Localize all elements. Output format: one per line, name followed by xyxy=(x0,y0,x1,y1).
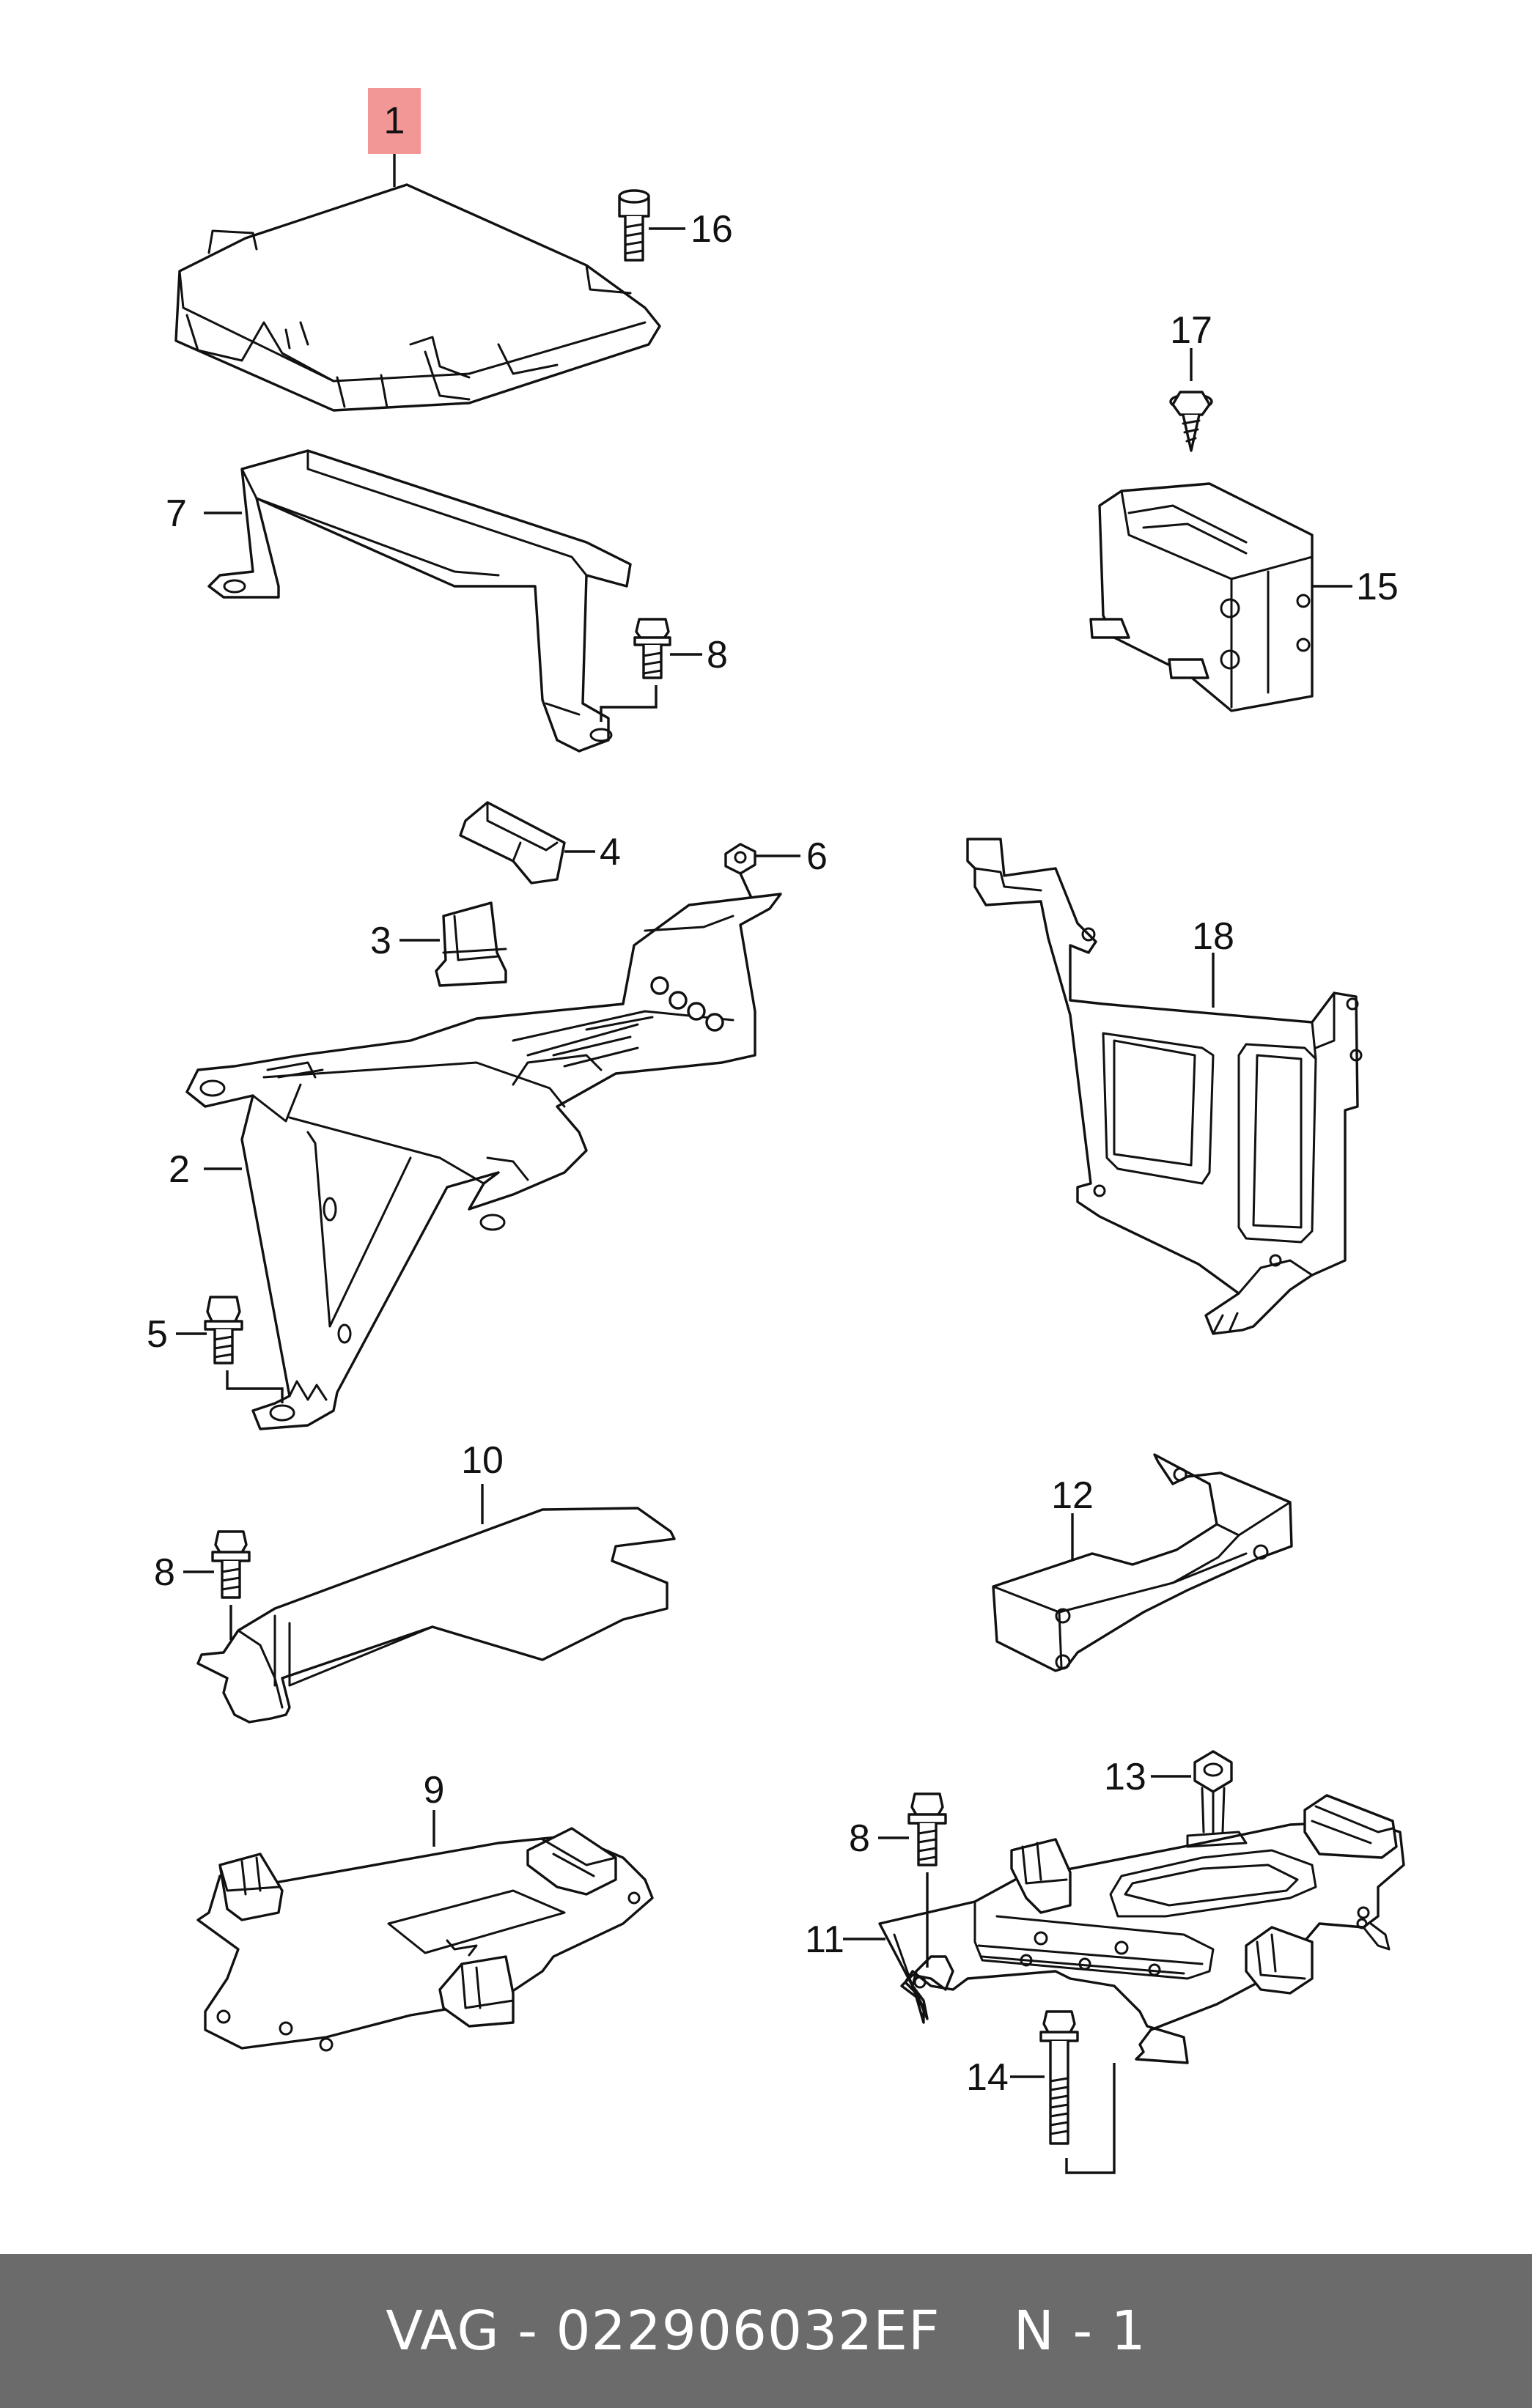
callout-8-upper: 8 xyxy=(707,634,728,676)
part-15-module[interactable] xyxy=(1089,482,1314,712)
clip-9-left[interactable] xyxy=(218,1853,284,1921)
part-18-bracket[interactable] xyxy=(966,838,1363,1335)
nut-13[interactable] xyxy=(1186,1750,1248,1848)
part-11-bracket[interactable] xyxy=(878,1820,1405,2064)
clip-9-right[interactable] xyxy=(526,1827,617,1896)
callout-14: 14 xyxy=(966,2056,1009,2099)
clip-11-front[interactable] xyxy=(1245,1926,1314,1995)
part-1-control-unit[interactable] xyxy=(174,183,661,412)
quantity-label: N - 1 xyxy=(1013,2300,1146,2363)
callout-8-middle: 8 xyxy=(154,1551,175,1594)
part-10-cover[interactable] xyxy=(196,1507,676,1724)
bolt-14[interactable] xyxy=(1039,2010,1079,2145)
callout-4: 4 xyxy=(600,831,621,874)
screw-16[interactable] xyxy=(618,189,650,262)
callout-1: 1 xyxy=(384,100,405,142)
callout-2: 2 xyxy=(169,1148,190,1191)
screw-8-lower[interactable] xyxy=(907,1792,947,1866)
callout-16: 16 xyxy=(690,208,733,251)
callout-1-highlight xyxy=(368,88,421,154)
callout-12: 12 xyxy=(1051,1474,1094,1517)
part-12-channel[interactable] xyxy=(992,1453,1293,1672)
callout-17: 17 xyxy=(1170,309,1212,352)
callout-15: 15 xyxy=(1356,566,1399,608)
screw-8-middle[interactable] xyxy=(211,1530,251,1599)
nut-6[interactable] xyxy=(724,843,756,875)
part-2-main-bracket[interactable] xyxy=(185,893,782,1430)
parts-diagram: 1 16 7 8 17 xyxy=(147,88,1405,2174)
callout-13: 13 xyxy=(1104,1756,1146,1798)
callout-18: 18 xyxy=(1192,915,1234,958)
callout-11: 11 xyxy=(805,1918,844,1961)
part-7-bracket[interactable] xyxy=(207,449,632,753)
footer-bar: VAG - 022906032EF N - 1 xyxy=(0,2254,1532,2408)
clip-4[interactable] xyxy=(459,801,566,884)
callout-8-lower: 8 xyxy=(849,1817,870,1860)
screw-17[interactable] xyxy=(1169,391,1213,452)
callout-3: 3 xyxy=(370,920,391,962)
clip-11-right[interactable] xyxy=(1303,1794,1398,1859)
callout-7: 7 xyxy=(166,492,187,535)
part-number-label: VAG - 022906032EF xyxy=(386,2300,940,2363)
callout-10: 10 xyxy=(461,1439,504,1482)
callout-5: 5 xyxy=(147,1313,168,1356)
screw-5[interactable] xyxy=(204,1296,243,1364)
clip-3[interactable] xyxy=(435,901,507,987)
screw-8-upper[interactable] xyxy=(633,618,671,679)
clip-11-left[interactable] xyxy=(1010,1838,1072,1914)
callout-9: 9 xyxy=(424,1769,445,1811)
callout-6: 6 xyxy=(806,835,828,878)
clip-9-front[interactable] xyxy=(438,1955,515,2028)
